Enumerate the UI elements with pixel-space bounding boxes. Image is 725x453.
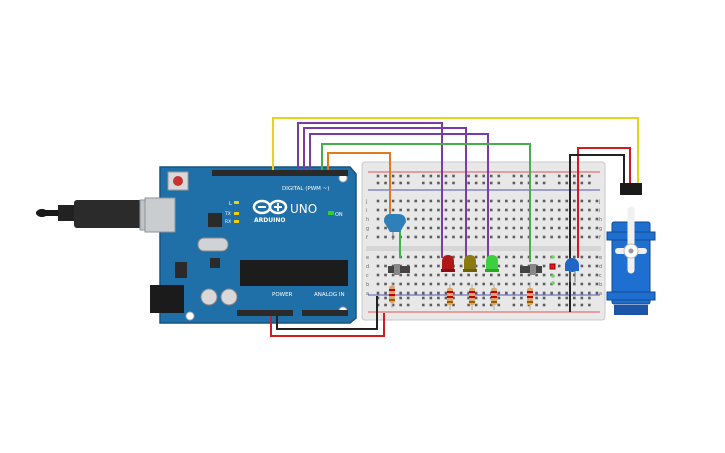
wire-green bbox=[321, 143, 531, 262]
row-letter: c bbox=[599, 273, 602, 279]
resistor-2 bbox=[447, 284, 453, 310]
row-letter: a bbox=[366, 291, 369, 297]
resistor-4 bbox=[491, 284, 497, 310]
row-letter: j bbox=[365, 199, 367, 205]
row-letter: g bbox=[366, 226, 369, 232]
row-letter: b bbox=[599, 282, 602, 288]
resistor-3 bbox=[469, 284, 475, 310]
wire-orange bbox=[327, 152, 391, 214]
row-letter: f bbox=[599, 235, 601, 241]
tilt-switch-right[interactable] bbox=[520, 264, 542, 275]
row-letter: h bbox=[366, 217, 369, 223]
row-letter: b bbox=[366, 282, 369, 288]
resistor-1 bbox=[389, 282, 395, 308]
wire-yellow bbox=[272, 117, 639, 185]
led-yellow[interactable] bbox=[463, 255, 477, 272]
row-letter: c bbox=[366, 273, 369, 279]
servo-horn-icon[interactable] bbox=[615, 206, 647, 274]
wires bbox=[270, 117, 639, 337]
wire-purple-1 bbox=[297, 122, 443, 258]
digital-header[interactable] bbox=[212, 170, 348, 176]
tx-label: TX bbox=[224, 211, 231, 217]
arduino-model-text: UNO bbox=[290, 202, 317, 216]
selected-pin-marker[interactable] bbox=[549, 255, 556, 285]
led-green[interactable] bbox=[485, 255, 499, 272]
l-led-label: L bbox=[229, 201, 232, 207]
row-letter: i bbox=[599, 208, 600, 214]
arduino-logo-icon bbox=[252, 199, 288, 215]
resistors[interactable] bbox=[389, 282, 533, 310]
wire-purple-2 bbox=[303, 127, 467, 258]
row-letter: h bbox=[599, 217, 602, 223]
wire-black-gnd bbox=[276, 296, 378, 330]
tilt-switch-left[interactable] bbox=[388, 264, 410, 275]
arduino-brand-text: ARDUINO bbox=[254, 217, 285, 224]
row-letter: f bbox=[366, 235, 368, 241]
arduino-uno-board[interactable]: ARDUINO UNO ON L TX RX DIGITAL (PWM ~) P… bbox=[144, 166, 357, 324]
on-label: ON bbox=[335, 212, 343, 218]
row-letter: d bbox=[599, 264, 602, 270]
led-red[interactable] bbox=[441, 255, 455, 272]
wire-black-servo bbox=[569, 154, 625, 312]
row-letter: i bbox=[366, 208, 367, 214]
row-letter: e bbox=[599, 255, 602, 261]
analog-header[interactable] bbox=[302, 310, 348, 316]
analog-in-label: ANALOG IN bbox=[314, 292, 345, 298]
power-jack bbox=[150, 285, 184, 313]
wire-red-power bbox=[270, 313, 385, 337]
digital-pwm-label: DIGITAL (PWM ~) bbox=[282, 186, 329, 192]
row-letter: g bbox=[599, 226, 602, 232]
rx-label: RX bbox=[225, 219, 231, 225]
power-header[interactable] bbox=[237, 310, 293, 316]
servo-motor[interactable] bbox=[606, 183, 656, 315]
photodiode-right[interactable] bbox=[565, 258, 579, 282]
wire-red-servo bbox=[577, 147, 631, 258]
row-letter: d bbox=[366, 264, 369, 270]
atmega-chip bbox=[240, 260, 348, 286]
wire-purple-3 bbox=[309, 133, 489, 258]
row-letter: j bbox=[598, 199, 600, 205]
row-letter: e bbox=[366, 255, 369, 261]
row-letter: a bbox=[599, 291, 602, 297]
photodiode-left[interactable] bbox=[384, 214, 406, 240]
resistor-5 bbox=[527, 284, 533, 310]
power-label: POWER bbox=[272, 292, 293, 298]
